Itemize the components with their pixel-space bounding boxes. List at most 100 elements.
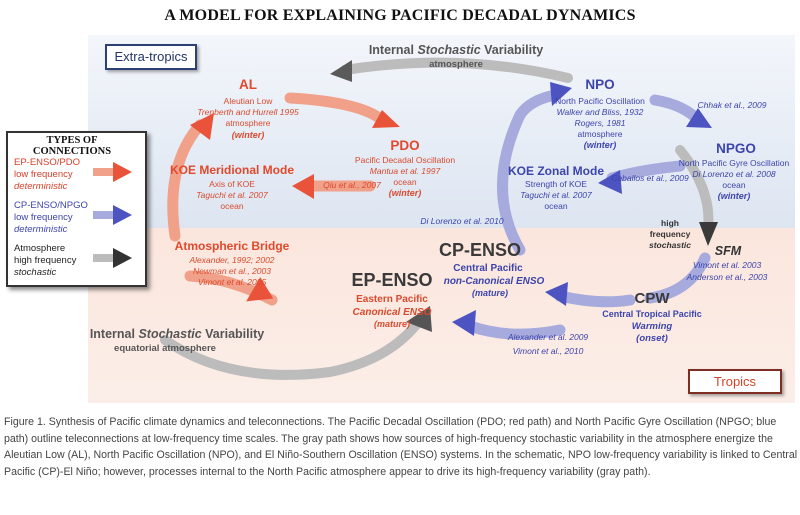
- blue-arrowhead-koez: [598, 170, 622, 194]
- npgo-ocean: ocean: [722, 180, 745, 190]
- ref-vimont2010: Vimont et al., 2010: [513, 346, 584, 356]
- ep-enso-line2: Eastern Pacific: [356, 294, 428, 305]
- pdo-ref: Mantua et al. 1997: [370, 166, 441, 176]
- isv-top-sub: atmosphere: [429, 59, 483, 70]
- isv-bottom-label: Internal Stochastic Variability: [90, 327, 264, 341]
- legend-item-atm: Atmosphere high frequency stochastic: [14, 243, 76, 279]
- legend-cp-line3: deterministic: [14, 224, 68, 235]
- atm-bridge-ref1: Alexander, 1992; 2002: [188, 255, 274, 265]
- cp-enso-line3: non-Canonical ENSO: [444, 276, 545, 287]
- legend-ep-line1: EP-ENSO/PDO: [14, 157, 80, 168]
- atm-bridge-name: Atmospheric Bridge: [175, 239, 290, 253]
- cpw-line4: (onset): [636, 333, 668, 344]
- isv-bottom-sub: equatorial atmosphere: [114, 343, 216, 354]
- blue-arrowhead-cpenso: [545, 282, 568, 306]
- ep-enso-line4: (mature): [374, 319, 410, 329]
- legend-arrows: [93, 162, 132, 268]
- blue-arc-sfm-cpw: [644, 252, 711, 304]
- legend-arrow-ep-head: [113, 162, 132, 182]
- pacific-dynamics-diagram: Internal Stochastic Variability atmosphe…: [88, 35, 795, 403]
- koe-zonal-ref: Taguchi et al. 2007: [520, 190, 592, 200]
- ep-enso-name: EP-ENSO: [351, 270, 432, 290]
- legend-arrow-cp-head: [113, 205, 132, 225]
- pdo-name: PDO: [390, 138, 419, 153]
- atm-bridge-ref2: Newman et al., 2003: [193, 266, 271, 276]
- al-name: AL: [239, 77, 257, 92]
- pdo-full: Pacific Decadal Oscillation: [355, 155, 455, 165]
- legend-item-cp: CP-ENSO/NPGO low frequency deterministic: [14, 200, 88, 236]
- legend-ep-line2: low frequency: [14, 169, 73, 180]
- blue-arc-cpw-epenso: [464, 320, 566, 340]
- blue-arc-left: [497, 89, 561, 256]
- al-ref: Trenberth and Hurrell 1995: [197, 107, 299, 117]
- sfm-name: SFM: [715, 244, 742, 258]
- figure-caption: Figure 1. Synthesis of Pacific climate d…: [4, 416, 798, 478]
- red-arc-left: [167, 119, 206, 242]
- legend-atm-line2: high frequency: [14, 255, 77, 266]
- tropics-label: Tropics: [688, 369, 782, 394]
- npo-ref1: Walker and Bliss, 1932: [557, 107, 644, 117]
- koe-meridional-ocean: ocean: [220, 201, 243, 211]
- legend-atm-line3: stochastic: [14, 267, 57, 278]
- isv-top-label: Internal Stochastic Variability: [369, 43, 543, 57]
- al-full: Aleutian Low: [224, 96, 274, 106]
- npgo-ref: Di Lorenzo et al. 2008: [692, 169, 775, 179]
- npo-line4: atmosphere: [578, 129, 623, 139]
- npgo-season: (winter): [718, 191, 751, 201]
- gray-arrowhead-bottom: [406, 306, 432, 332]
- pdo-season: (winter): [389, 188, 422, 198]
- cpw-line3: Warming: [632, 321, 673, 332]
- high-freq-2: frequency: [650, 229, 691, 239]
- al-line3: atmosphere: [226, 118, 271, 128]
- blue-arc-cpw-cpenso: [554, 290, 636, 308]
- extratropics-label: Extra-tropics: [105, 44, 197, 70]
- ref-chhak: Chhak et al., 2009: [698, 100, 767, 110]
- high-freq-1: high: [661, 218, 679, 228]
- koe-meridional-ref: Taguchi et al. 2007: [196, 190, 268, 200]
- npo-name: NPO: [585, 77, 614, 92]
- blue-arrowhead-npgo: [686, 108, 712, 128]
- ref-qiu: Qiu et al., 2007: [323, 180, 381, 190]
- npo-full: North Pacific Oscillation: [555, 96, 645, 106]
- gray-arrowhead-top: [330, 60, 352, 82]
- red-arrowhead-bridge: [246, 277, 274, 302]
- red-arrowhead-left: [190, 113, 214, 140]
- ep-enso-line3: Canonical ENSO: [353, 307, 432, 318]
- al-season: (winter): [232, 130, 265, 140]
- koe-zonal-name: KOE Zonal Mode: [508, 164, 604, 178]
- legend-cp-line1: CP-ENSO/NPGO: [14, 200, 88, 211]
- tropics-panel: [88, 228, 795, 403]
- cpw-line2: Central Tropical Pacific: [602, 309, 702, 319]
- legend-item-ep: EP-ENSO/PDO low frequency deterministic: [14, 157, 80, 193]
- blue-arrowhead-npo: [550, 82, 572, 106]
- legend-ep-line3: deterministic: [14, 181, 68, 192]
- ref-alexander2009: Alexander et al. 2009: [507, 332, 589, 342]
- legend-atm-line1: Atmosphere: [14, 243, 66, 254]
- gray-arc-right: [675, 145, 714, 233]
- red-arc-al-pdo: [284, 92, 388, 126]
- legend-cp-line2: low frequency: [14, 212, 73, 223]
- koe-zonal-ocean: ocean: [544, 201, 567, 211]
- gray-arc-bottom: [160, 315, 425, 380]
- blue-arrowhead-epenso: [452, 310, 476, 336]
- ref-ceballos: Ceballos et al., 2009: [611, 173, 689, 183]
- legend-arrow-atm-head: [113, 248, 132, 268]
- red-arrowhead-pdo: [372, 110, 400, 128]
- ref-dilorenzo2010: Di Lorenzo et al. 2010: [420, 216, 503, 226]
- cp-enso-line4: (mature): [472, 288, 508, 298]
- legend-title: TYPES OF CONNECTIONS: [32, 135, 112, 157]
- cpw-name: CPW: [635, 290, 671, 307]
- figure-title: A MODEL FOR EXPLAINING PACIFIC DECADAL D…: [164, 7, 636, 24]
- sfm-ref2: Anderson et al., 2003: [686, 272, 768, 282]
- red-arrowhead-koe: [292, 174, 314, 199]
- cp-enso-name: CP-ENSO: [439, 240, 521, 260]
- cp-enso-line2: Central Pacific: [453, 263, 523, 274]
- sfm-ref1: Vimont et al. 2003: [693, 260, 762, 270]
- pdo-line3: ocean: [393, 177, 416, 187]
- npgo-name: NPGO: [716, 141, 756, 156]
- gray-arc-top: [340, 57, 573, 83]
- npo-ref2: Rogers, 1981: [574, 118, 625, 128]
- npgo-full: North Pacific Gyre Oscillation: [679, 158, 790, 168]
- koe-zonal-strength: Strength of KOE: [525, 179, 587, 189]
- high-freq-3: stochastic: [649, 240, 691, 250]
